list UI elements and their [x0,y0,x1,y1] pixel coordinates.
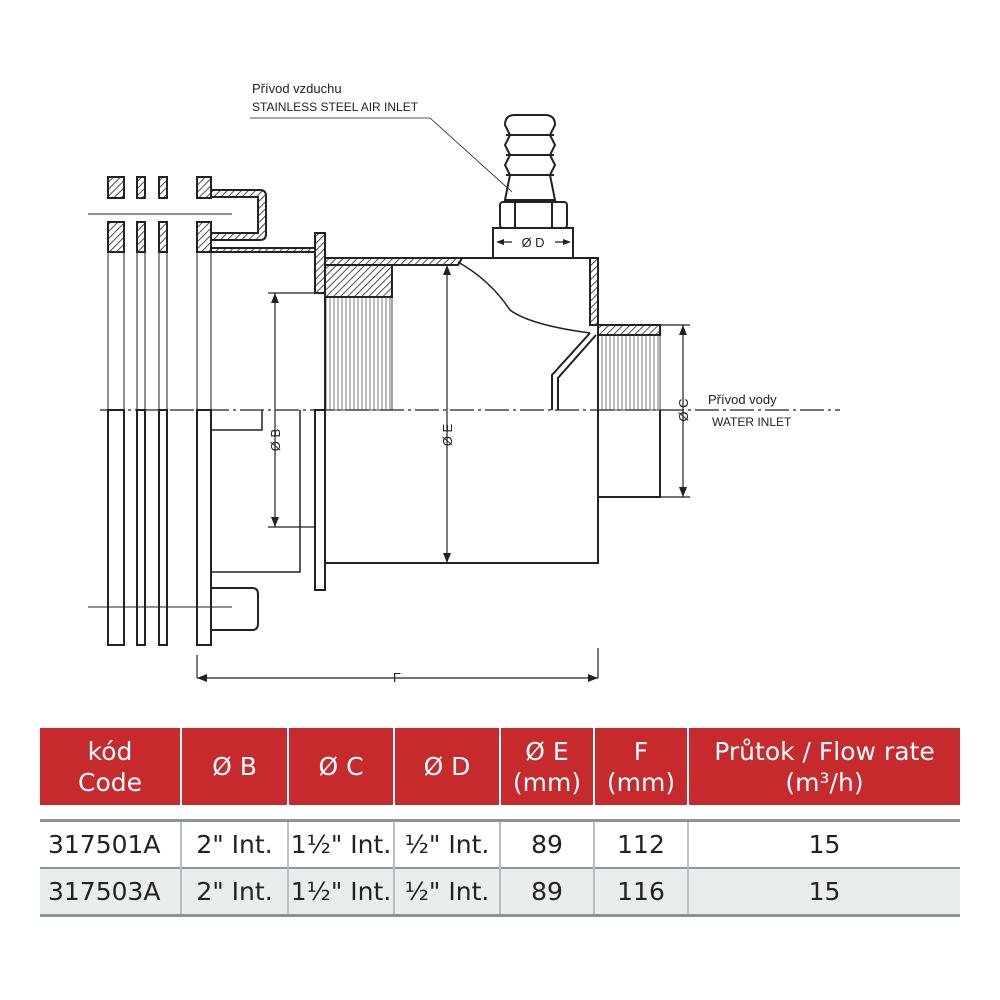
air-inlet-label-cz: Přívod vzduchu [252,81,342,96]
header-b: Ø B [181,728,289,805]
cell-code: 317501A [40,819,182,868]
header-c: Ø C [288,728,395,805]
cell-b: 2" Int. [181,867,289,917]
header-e: Ø E(mm) [500,728,595,805]
cell-code: 317503A [40,867,182,917]
cell-d: ½" Int. [394,867,501,917]
water-inlet-label-cz: Přívod vody [708,392,777,407]
header-flow: Průtok / Flow rate(m³/h) [688,728,960,805]
cell-f: 116 [594,867,689,917]
cell-c: 1½" Int. [288,867,395,917]
cell-c: 1½" Int. [288,819,395,868]
table-row: 317501A 2" Int. 1½" Int. ½" Int. 89 112 … [40,819,960,868]
cell-d: ½" Int. [394,819,501,868]
body [210,232,661,631]
water-inlet-label-en: WATER INLET [712,415,792,429]
header-d: Ø D [394,728,501,805]
table-row: 317503A 2" Int. 1½" Int. ½" Int. 89 116 … [40,867,960,917]
cell-flow: 15 [688,867,960,917]
header-f: F(mm) [594,728,689,805]
dim-f-label: F [393,670,401,685]
dim-b-label: Ø B [268,429,283,451]
cell-e: 89 [500,819,595,868]
air-inlet-nozzle [492,114,574,259]
cell-f: 112 [594,819,689,868]
air-inlet-label-en: STAINLESS STEEL AIR INLET [252,100,419,114]
technical-drawing: Přívod vzduchu STAINLESS STEEL AIR INLET… [88,81,840,685]
dimension-lines [196,241,690,679]
dim-c-label: Ø C [676,398,691,421]
cell-e: 89 [500,867,595,917]
dim-d-label: Ø D [521,235,544,250]
cell-b: 2" Int. [181,819,289,868]
cell-flow: 15 [688,819,960,868]
dim-e-label: Ø E [440,423,455,446]
